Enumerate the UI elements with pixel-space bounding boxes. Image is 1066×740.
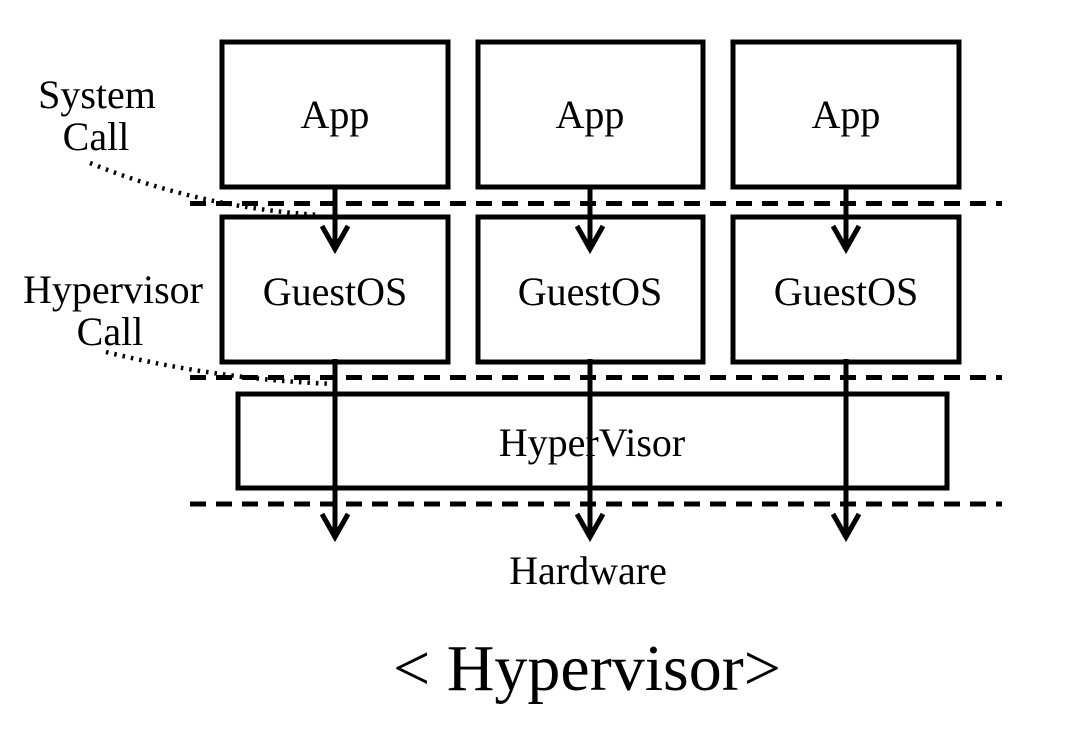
guestos-label-3: GuestOS — [774, 269, 918, 314]
vm-column-2: App GuestOS — [475, 39, 706, 543]
hypervisor-call-arrow-head-2 — [574, 512, 606, 543]
hypervisor-call-arrow-head-1 — [319, 512, 351, 543]
guestos-label-1: GuestOS — [263, 269, 407, 314]
app-label-1: App — [301, 92, 370, 137]
app-label-2: App — [556, 92, 625, 137]
hardware-label: Hardware — [509, 548, 667, 593]
app-box-3 — [730, 39, 962, 190]
vm-column-1: App GuestOS — [219, 39, 451, 543]
system-call-arrow-head-3 — [830, 224, 862, 255]
system-call-arrow-head-2 — [574, 224, 606, 255]
app-box-1 — [219, 39, 451, 190]
diagram-caption: < Hypervisor> — [393, 632, 781, 705]
system-call-annotation: System Call — [38, 72, 321, 218]
system-call-label-line2: Call — [63, 114, 130, 159]
hypervisor-call-arrow-head-3 — [830, 512, 862, 543]
hypervisor-call-label-line1: Hypervisor — [23, 267, 203, 312]
app-box-2 — [475, 39, 706, 190]
guestos-label-2: GuestOS — [518, 269, 662, 314]
vm-column-3: App GuestOS — [730, 39, 962, 543]
hypervisor-call-label-line2: Call — [77, 309, 144, 354]
app-label-3: App — [812, 92, 881, 137]
system-call-arrow-head-1 — [319, 224, 351, 255]
system-call-label-line1: System — [38, 72, 156, 117]
hypervisor-call-annotation: Hypervisor Call — [23, 267, 337, 387]
